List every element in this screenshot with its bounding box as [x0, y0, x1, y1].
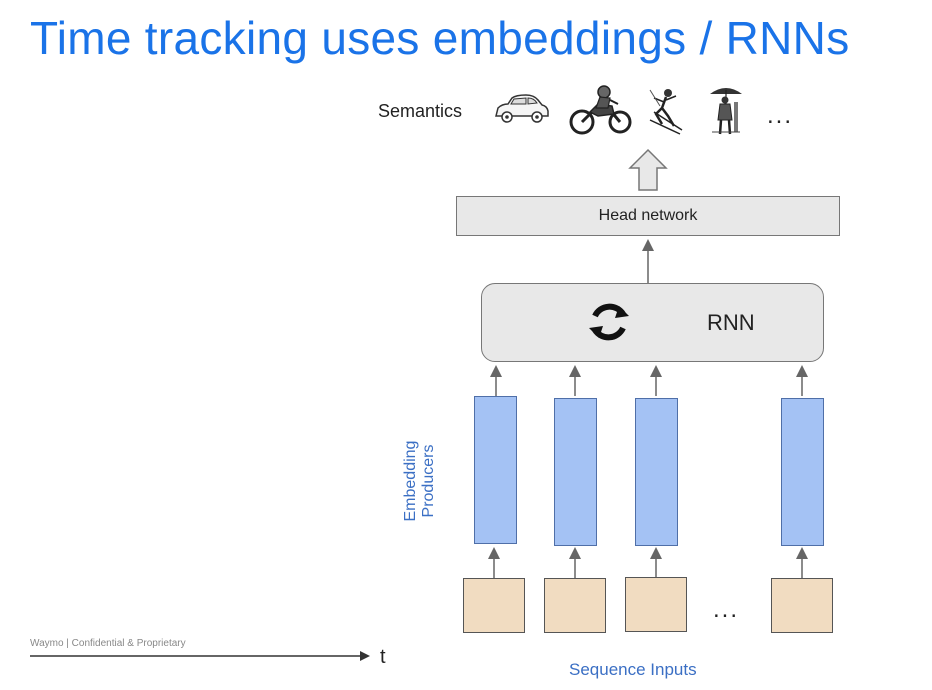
sequence-input-box	[625, 577, 687, 632]
motorcycle-rider-icon	[569, 85, 632, 135]
sequence-input-box	[463, 578, 525, 633]
inputs-ellipsis: ...	[713, 596, 740, 623]
embedding-producer-bar	[554, 398, 597, 546]
embedding-producers-label: Embedding Producers	[402, 440, 437, 522]
embedding-producer-bar	[474, 396, 517, 544]
skier-icon	[649, 89, 683, 135]
time-axis-label: t	[380, 646, 386, 668]
semantics-ellipsis: ...	[767, 102, 794, 129]
semantics-up-arrow	[628, 148, 668, 191]
person-with-umbrella-icon	[710, 88, 742, 135]
time-axis-arrowhead	[360, 651, 370, 661]
rnn-label: RNN	[707, 310, 755, 335]
embedding-producer-bar	[781, 398, 824, 546]
sequence-input-box	[544, 578, 606, 633]
rnn-box: RNN	[481, 283, 824, 362]
head-network-box: Head network	[456, 196, 840, 236]
car-icon	[495, 94, 549, 123]
semantics-label: Semantics	[378, 101, 463, 121]
embedding-producer-bar	[635, 398, 678, 546]
footer-confidential: Waymo | Confidential & Proprietary	[30, 638, 186, 649]
sequence-input-box	[771, 578, 833, 633]
refresh-cycle-icon	[589, 303, 629, 341]
slide-title: Time tracking uses embeddings / RNNs	[30, 12, 850, 64]
sequence-inputs-label: Sequence Inputs	[569, 660, 697, 679]
